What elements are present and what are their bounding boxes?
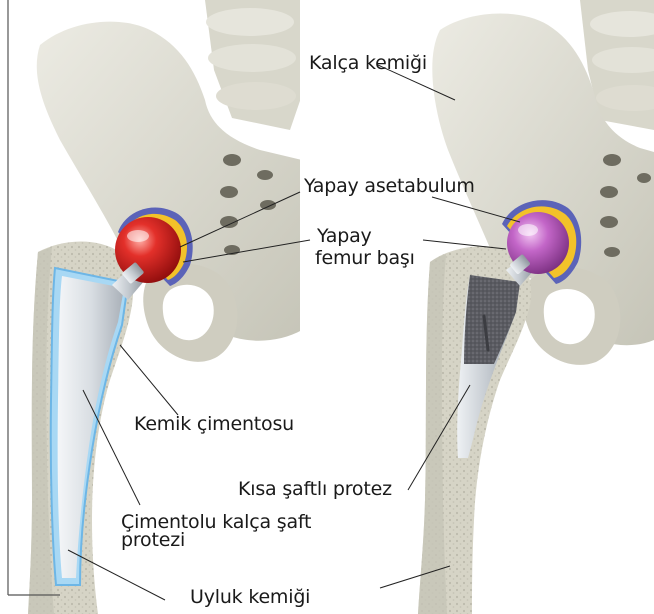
- label-thigh-bone: Uyluk kemiği: [190, 586, 310, 608]
- label-artificial-femoral-head: Yapay femur başı: [317, 225, 415, 269]
- label-short-stem-prosthesis: Kısa şaftlı protez: [238, 478, 392, 500]
- label-artificial-acetabulum: Yapay asetabulum: [304, 175, 475, 197]
- label-bone-cement: Kemik çimentosu: [134, 413, 294, 435]
- label-cemented-stem-prosthesis: Çimentolu kalça şaft protezi: [121, 513, 311, 549]
- label-cemented-stem-line2: protezi: [121, 531, 311, 549]
- label-artificial-femoral-head-line2: femur başı: [315, 247, 415, 269]
- label-artificial-femoral-head-line1: Yapay: [317, 225, 415, 247]
- label-hip-bone: Kalça kemiği: [309, 52, 427, 74]
